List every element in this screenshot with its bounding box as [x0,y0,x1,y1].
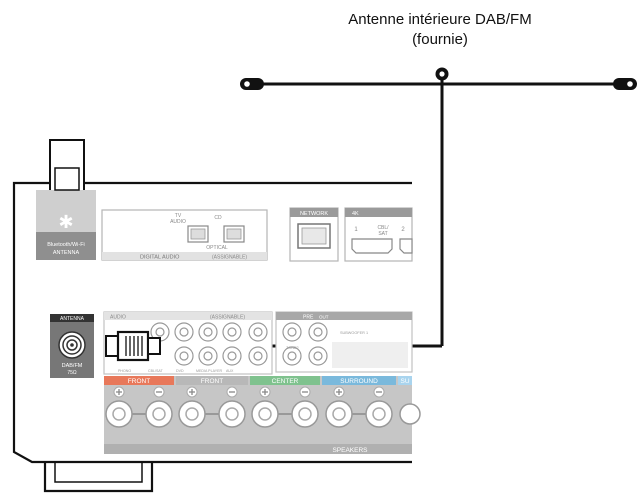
antenna-terminal-block: ANTENNA DAB/FM 75Ω [50,314,94,378]
speaker-binding-post [325,386,353,428]
digital-audio-label: DIGITAL AUDIO [140,255,180,261]
dab-fm-antenna [160,67,637,348]
speaker-group-bar-front-r [104,376,174,385]
digital-audio-assignable: (ASSIGNABLE) [212,255,247,261]
pre-out-block: PRE OUT SUBWOOFER 1 ZONE2 [275,311,413,373]
input-label-phono: PHONO [118,369,131,373]
antenna-right-end-icon [613,78,637,90]
input-label-media: MEDIA PLAYER [196,369,223,373]
hdmi-port-1 [351,238,393,254]
antenna-caption: Antenne intérieure DAB/FM (fournie) [290,10,590,50]
rear-panel: Bluetooth/Wi-Fi ANTENNA ✱ DIGITAL AUDIO … [36,139,421,454]
speaker-group-bar-center [250,376,320,385]
input-label-cblsat: CBL/SAT [148,369,164,373]
bt-label-1: Bluetooth/Wi-Fi [47,242,85,248]
f-connector-plug [105,330,161,362]
hdmi-num-2: 2 [401,227,405,233]
input-label-dvd: DVD [176,369,184,373]
input-label-row: PHONO CBL/SAT DVD MEDIA PLAYER AUX [118,369,234,373]
speaker-terminals-block: SPEAKERS FRONT FRONT CENTER SURROUND SU [104,376,421,454]
pre-out-label: PRE [303,315,314,321]
bt-wifi-antenna-block: Bluetooth/Wi-Fi ANTENNA ✱ [36,139,96,260]
receiver-outline [12,181,412,493]
speaker-group-surround: SURROUND [340,378,378,385]
speaker-group-center: CENTER [272,378,299,385]
hdmi-cbl-1: CBL/ [377,225,389,231]
speaker-binding-post [178,386,206,428]
zone2-label: ZONE2 [286,346,299,350]
speaker-binding-post-partial [399,403,421,425]
antenna-header-label: ANTENNA [60,316,85,322]
speaker-binding-post [365,386,393,428]
optical-label: OPTICAL [206,245,228,251]
antenna-left-end-icon [240,78,264,90]
digital-audio-block: DIGITAL AUDIO (ASSIGNABLE) TV AUDIO CD O… [101,209,268,261]
network-block: NETWORK [289,207,339,262]
speaker-group-bar-front-l [176,376,248,385]
cd-label: CD [214,215,222,221]
input-label-aux: AUX [226,369,234,373]
hdmi-port-2 [399,238,413,254]
antenna-top-ring-icon [435,67,449,81]
speaker-binding-posts [105,386,421,428]
speaker-group-bar-surround [322,376,396,385]
audio-in-label: AUDIO [110,315,126,321]
speaker-group-front-r: FRONT [128,378,150,385]
speaker-group-su: SU [400,378,409,385]
hdmi-cbl-2: SAT [378,231,387,237]
antenna-dabfm-label: DAB/FM [62,363,83,369]
hdmi-block: 4K 1 CBL/ SAT 2 [344,207,413,262]
audio-assignable-label: (ASSIGNABLE) [210,315,245,321]
rca-jacks-bottom-row [174,346,268,366]
speaker-group-front-l: FRONT [201,378,223,385]
speaker-binding-post [251,386,279,428]
pre-out-label-2: OUT [319,315,329,320]
caption-line-2: (fournie) [412,31,468,48]
network-label: NETWORK [300,211,328,217]
tv-audio-label-1: TV [175,213,182,219]
speakers-label: SPEAKERS [332,447,368,454]
hdmi-num-1: 1 [354,227,358,233]
dotted-grid [332,342,408,368]
bt-label-2: ANTENNA [53,250,80,256]
tv-audio-label-2: AUDIO [170,219,186,225]
antenna-ohm-label: 75Ω [67,370,77,376]
subwoofer-label: SUBWOOFER 1 [340,331,368,335]
bluetooth-icon: ✱ [58,212,73,232]
caption-line-1: Antenne intérieure DAB/FM [348,11,532,28]
speaker-binding-post [105,386,133,428]
speaker-group-bar-su [398,376,412,385]
rca-jacks-top-row [150,322,268,342]
speaker-binding-post [145,386,173,428]
speaker-binding-post [291,386,319,428]
hdmi-4k-label: 4K [352,211,359,217]
